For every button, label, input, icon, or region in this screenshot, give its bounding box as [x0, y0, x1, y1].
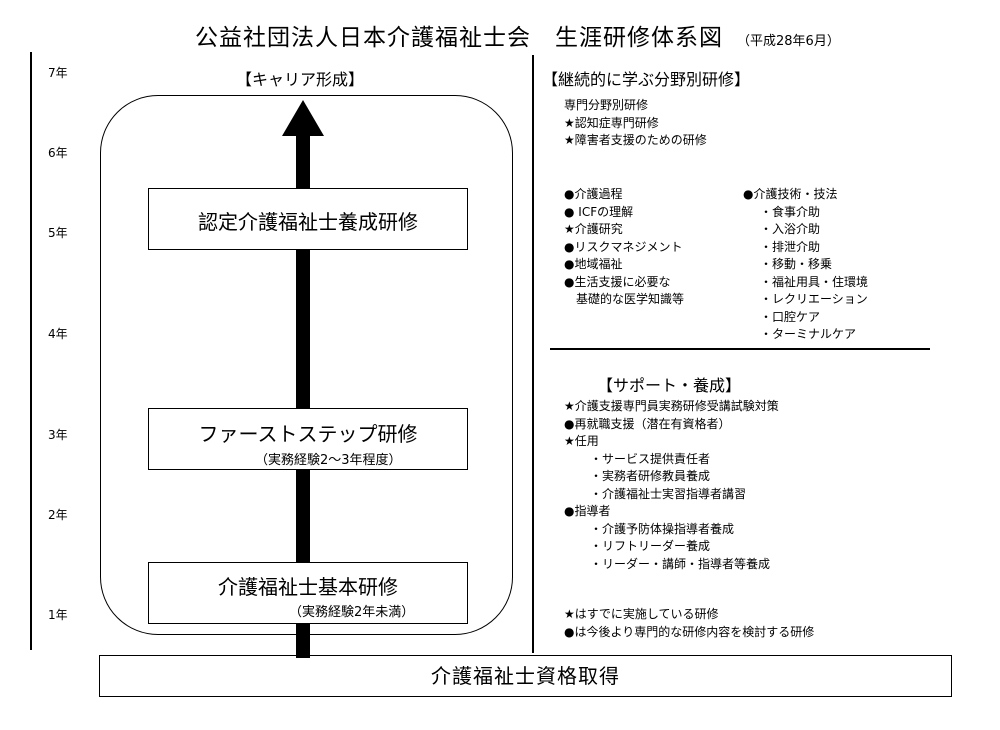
field-item: ●リスクマネジメント [564, 239, 683, 254]
support-item: ・サービス提供責任者 [578, 451, 711, 466]
field-item: ●生活支援に必要な [564, 274, 671, 289]
year-label-2: 2年 [48, 508, 68, 522]
field-item: 基礎的な医学知識等 [564, 292, 685, 306]
field-list-right: ●介護技術・技法 ・食事介助 ・入浴介助 ・排泄介助 ・移動・移乗 ・福祉用具・… [743, 186, 868, 344]
career-arrow-head-icon [282, 100, 324, 136]
career-heading: 【キャリア形成】 [236, 70, 365, 89]
certified-training-box: 認定介護福祉士養成研修 [148, 188, 468, 250]
support-item: ・介護福祉士実習指導者講習 [578, 486, 747, 501]
qualification-box: 介護福祉士資格取得 [99, 655, 952, 697]
specialty-item: ★障害者支援のための研修 [564, 133, 707, 147]
technique-item: ・ターミナルケア [760, 327, 857, 341]
basic-training-sub: （実務経験2年未満） [289, 605, 415, 620]
specialty-list: 専門分野別研修 ★認知症専門研修 ★障害者支援のための研修 [564, 97, 707, 150]
specialty-item: 専門分野別研修 [564, 98, 649, 112]
first-step-training-sub: （実務経験2～3年程度） [255, 453, 402, 468]
specialty-item: ★認知症専門研修 [564, 115, 659, 130]
technique-item: ・口腔ケア [760, 309, 821, 324]
first-step-training-title: ファーストステップ研修 [198, 422, 418, 446]
first-step-training-box: ファーストステップ研修 （実務経験2～3年程度） [148, 408, 468, 470]
support-item: ・介護予防体操指導者養成 [578, 521, 735, 536]
right-section-divider [550, 348, 930, 350]
title-date: （平成28年6月） [737, 34, 840, 49]
title-text: 公益社団法人日本介護福祉士会 生涯研修体系図 [195, 25, 723, 51]
year-label-5: 5年 [48, 226, 68, 240]
support-list: ★介護支援専門員実務研修受講試験対策 ●再就職支援（潜在有資格者） ★任用 ・サ… [564, 398, 779, 573]
support-item: ★介護支援専門員実務研修受講試験対策 [564, 399, 779, 413]
legend: ★はすでに実施している研修 ●は今後より専門的な研修内容を検討する研修 [564, 606, 814, 641]
field-item: ●地域福祉 [564, 257, 623, 271]
support-heading: 【サポート・養成】 [597, 376, 742, 395]
technique-item: ・排泄介助 [760, 239, 821, 254]
technique-item: ●介護技術・技法 [743, 187, 838, 201]
continuous-heading: 【継続的に学ぶ分野別研修】 [542, 70, 751, 89]
certified-training-title: 認定介護福祉士養成研修 [198, 210, 418, 234]
field-item: ●介護過程 [564, 187, 623, 201]
legend-item-implemented: ★はすでに実施している研修 [564, 607, 719, 621]
field-item: ● ICFの理解 [564, 204, 634, 219]
career-arrow-shaft [296, 130, 310, 658]
year-label-4: 4年 [48, 327, 68, 341]
technique-item: ・福祉用具・住環境 [760, 274, 869, 289]
diagram-title: 公益社団法人日本介護福祉士会 生涯研修体系図 （平成28年6月） [195, 18, 840, 52]
year-axis-line [30, 52, 32, 650]
year-label-6: 6年 [48, 146, 68, 160]
technique-item: ・食事介助 [760, 204, 821, 219]
basic-training-title: 介護福祉士基本研修 [218, 575, 398, 599]
technique-item: ・入浴介助 [760, 222, 821, 236]
year-label-3: 3年 [48, 428, 68, 442]
support-item: ●再就職支援（潜在有資格者） [564, 416, 731, 431]
technique-item: ・レクリエーション [760, 292, 868, 306]
support-item: ★任用 [564, 434, 599, 448]
legend-item-planned: ●は今後より専門的な研修内容を検討する研修 [564, 624, 815, 639]
support-item: ・リフトリーダー養成 [578, 539, 711, 553]
basic-training-box: 介護福祉士基本研修 （実務経験2年未満） [148, 562, 468, 624]
year-label-1: 1年 [48, 608, 68, 622]
field-list-left: ●介護過程 ● ICFの理解 ★介護研究 ●リスクマネジメント ●地域福祉 ●生… [564, 186, 684, 309]
support-item: ・実務者研修教員養成 [578, 469, 711, 483]
support-item: ●指導者 [564, 504, 611, 518]
technique-item: ・移動・移乗 [760, 257, 833, 271]
year-label-7: 7年 [48, 66, 68, 80]
field-item: ★介護研究 [564, 222, 623, 236]
support-item: ・リーダー・講師・指導者等養成 [578, 556, 771, 571]
center-divider-line [532, 55, 534, 653]
